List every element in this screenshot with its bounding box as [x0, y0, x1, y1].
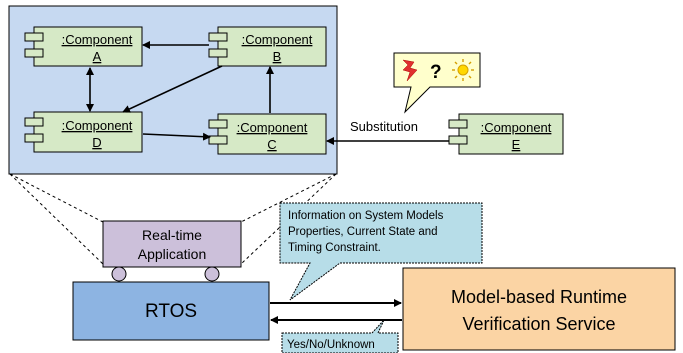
service-line2: Verification Service	[462, 314, 615, 334]
component-b-port-bottom	[208, 48, 228, 58]
component-e-port-top	[448, 119, 468, 129]
component-d[interactable]: :Component D	[24, 111, 143, 153]
component-b-name: :Component	[242, 32, 313, 47]
arrow-b-to-d	[122, 65, 223, 113]
realtime-app-line2: Application	[138, 246, 207, 262]
substitution-label: Substitution	[350, 119, 418, 134]
realtime-application-box[interactable]: Real-time Application	[102, 220, 242, 268]
component-d-port-bottom	[24, 133, 44, 143]
component-c[interactable]: :Component C	[208, 113, 327, 155]
expansion-lines	[9, 173, 337, 265]
component-a-port-top	[24, 32, 44, 42]
component-b[interactable]: :Component B	[208, 26, 327, 67]
component-c-letter: C	[267, 137, 276, 152]
arrow-d-to-c	[142, 132, 211, 141]
rtos-box[interactable]: RTOS	[72, 281, 270, 341]
answer-text: Yes/No/Unknown	[287, 339, 375, 351]
component-d-name: :Component	[62, 118, 133, 133]
component-c-port-bottom	[208, 135, 228, 145]
component-e-name: :Component	[481, 120, 552, 135]
component-c-port-top	[208, 119, 228, 129]
realtime-app-line1: Real-time	[142, 227, 202, 243]
answer-callout: Yes/No/Unknown	[281, 319, 399, 353]
component-a-name: :Component	[62, 32, 133, 47]
component-a[interactable]: :Component A	[24, 26, 143, 67]
component-a-port-bottom	[24, 48, 44, 58]
component-b-letter: B	[273, 49, 282, 64]
info-callout: Information on System Models Properties,…	[279, 202, 483, 301]
component-d-port-top	[24, 117, 44, 127]
rtos-label: RTOS	[145, 301, 197, 322]
component-d-letter: D	[92, 135, 101, 150]
wheel-right	[204, 266, 220, 282]
component-a-letter: A	[93, 49, 102, 64]
lightning-icon	[402, 59, 418, 82]
component-e-letter: E	[512, 137, 521, 152]
info-line1: Information on System Models	[288, 210, 444, 222]
component-c-name: :Component	[237, 120, 308, 135]
verification-service-box[interactable]: Model-based Runtime Verification Service	[402, 267, 676, 351]
component-e[interactable]: :Component E	[448, 113, 564, 155]
component-b-port-top	[208, 32, 228, 42]
info-line3: Timing Constraint.	[288, 242, 381, 254]
component-e-port-bottom	[448, 135, 468, 145]
wheel-left	[111, 266, 127, 282]
question-mark: ?	[430, 62, 442, 83]
sun-icon	[452, 59, 474, 81]
alert-bubble: ?	[393, 52, 481, 114]
info-line2: Properties, Current State and	[288, 226, 438, 238]
service-line1: Model-based Runtime	[451, 287, 627, 307]
